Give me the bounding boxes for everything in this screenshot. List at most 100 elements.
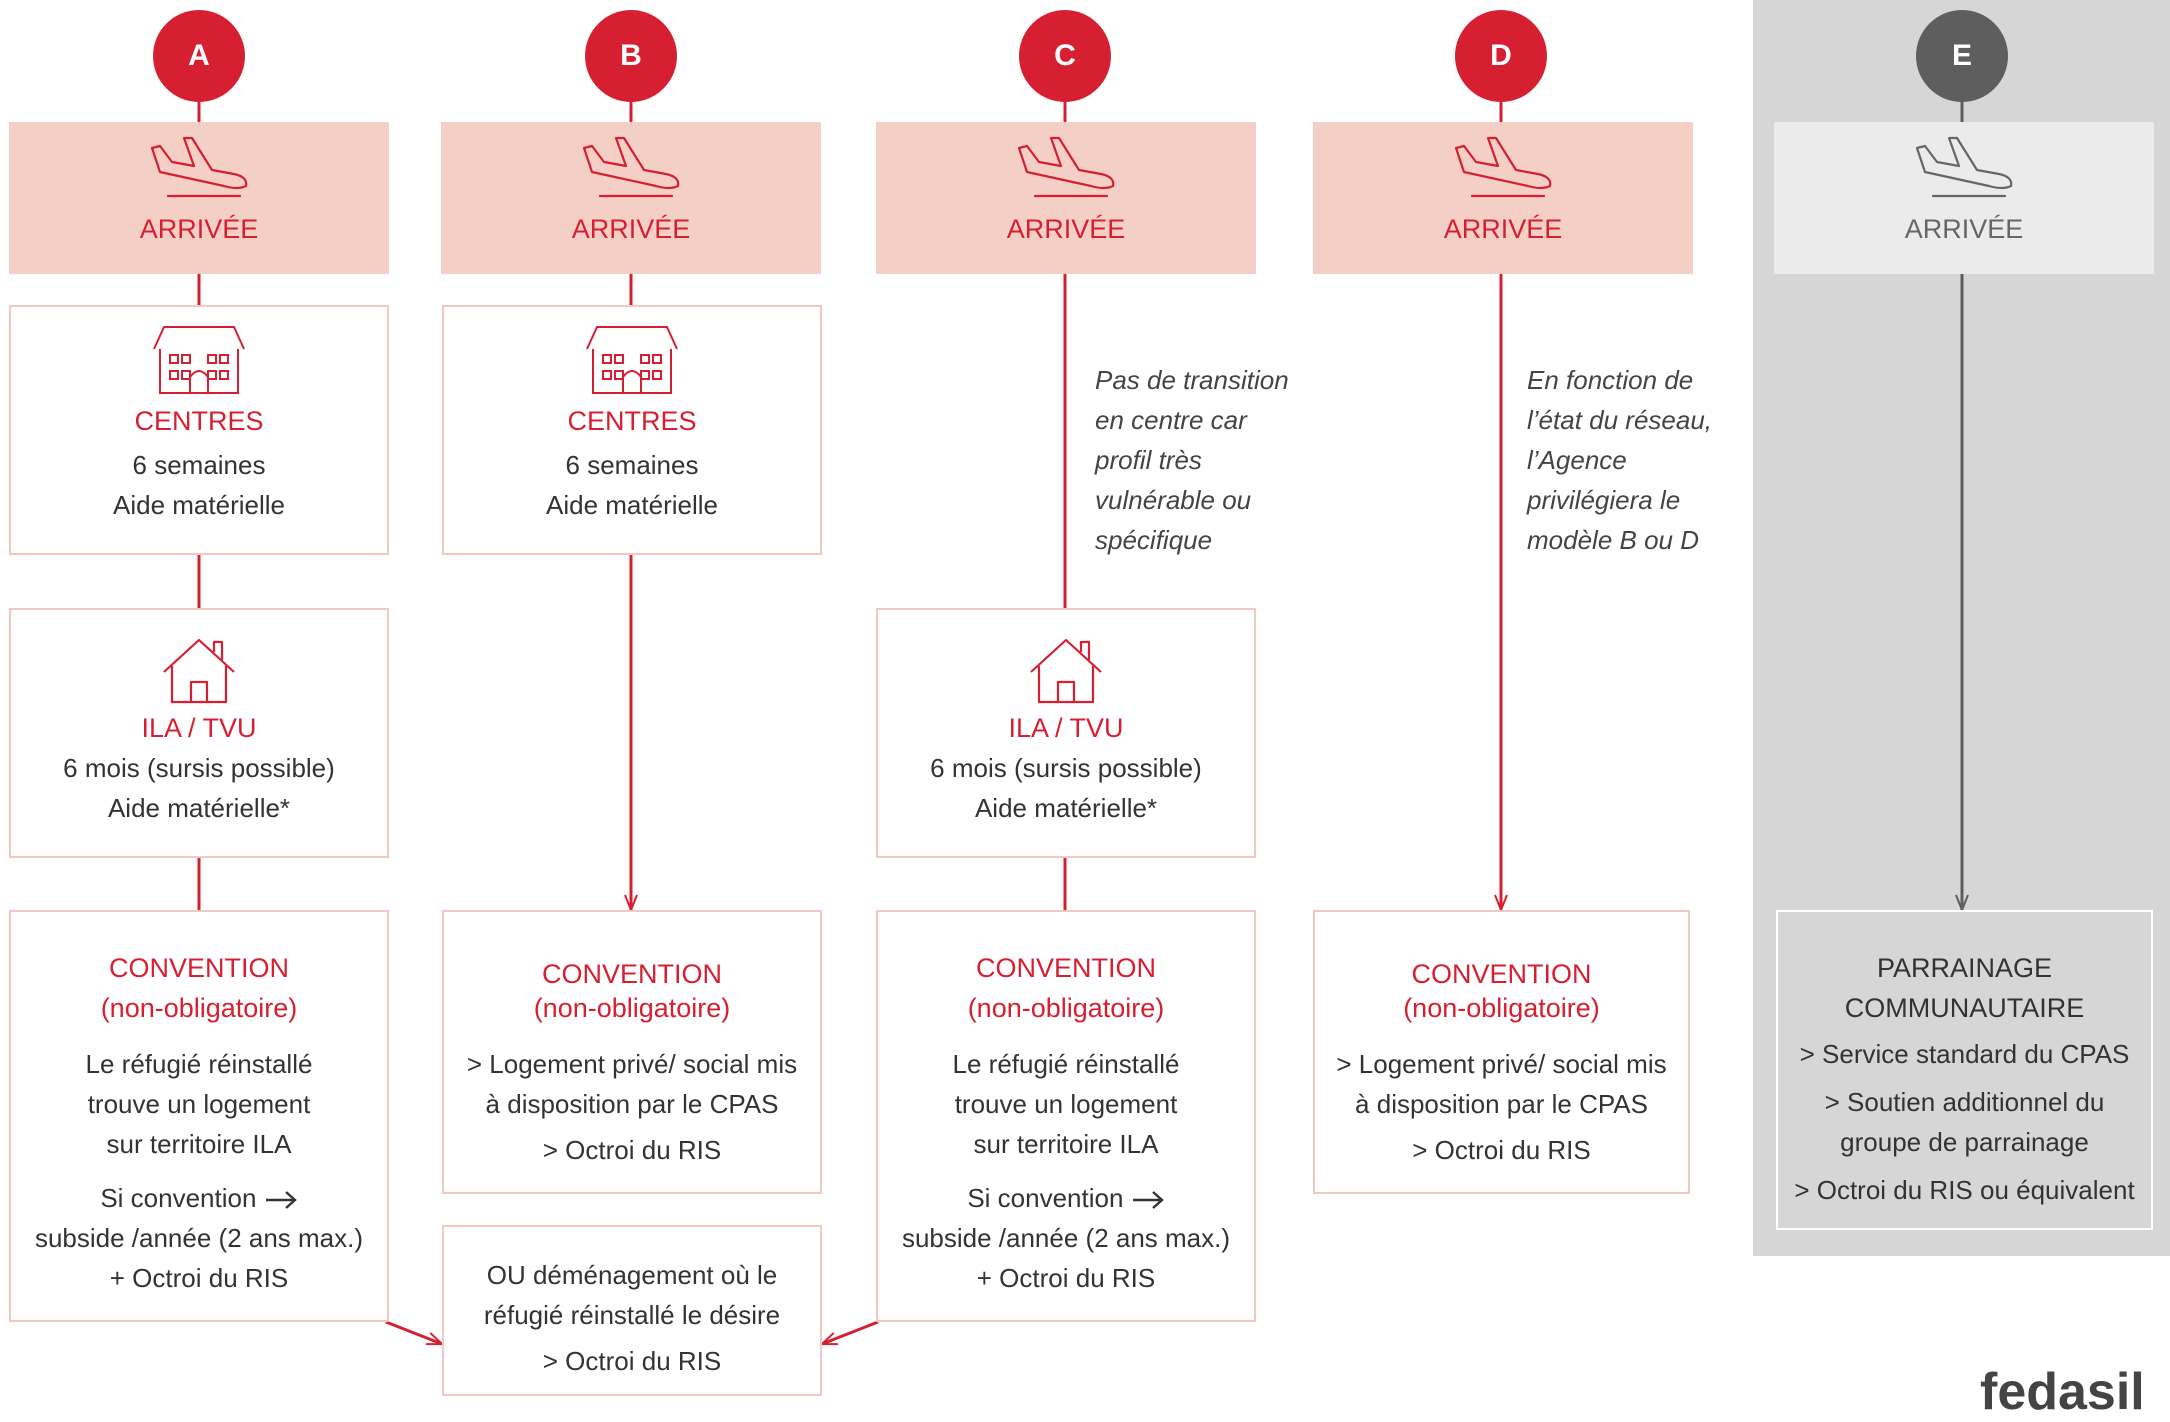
column-e-arrival: ARRIVÉE [1774, 122, 2154, 274]
box-title: CONVENTION [1411, 959, 1592, 989]
column-b-centres-box: CENTRES 6 semaines Aide matérielle [442, 305, 822, 555]
arrow-right-icon [1132, 1191, 1164, 1210]
text-line: 6 mois (sursis possible) [63, 753, 335, 783]
box-title: PARRAINAGE [1876, 953, 2053, 983]
note-line: en centre car [1095, 405, 1247, 435]
text-line: OU déménagement où le [486, 1260, 778, 1290]
house-icon [163, 638, 235, 704]
text-line: subside /année (2 ans max.) [34, 1223, 364, 1253]
si-convention-line: Si convention [11, 1178, 387, 1218]
column-c-arrival: ARRIVÉE [876, 122, 1256, 274]
note-line: modèle B ou D [1527, 525, 1699, 555]
column-a-centres-box: CENTRES 6 semaines Aide matérielle [9, 305, 389, 555]
column-d-note: En fonction de l’état du réseau, l’Agenc… [1527, 360, 1712, 560]
column-d-badge: D [1455, 10, 1547, 102]
box-title: CONVENTION [108, 953, 289, 983]
connector-c-to-demenagement [822, 1320, 879, 1346]
text-line: à disposition par le CPAS [485, 1089, 779, 1119]
box-title: ILA / TVU [1008, 713, 1124, 743]
arrival-label: ARRIVÉE [571, 214, 691, 244]
text-line: 6 semaines [132, 450, 266, 480]
arrival-label: ARRIVÉE [1443, 214, 1563, 244]
note-line: l’Agence [1527, 445, 1627, 475]
text-line: > Octroi du RIS [1412, 1135, 1591, 1165]
box-subtitle: (non-obligatoire) [967, 993, 1165, 1023]
text-line: > Service standard du CPAS [1799, 1039, 2130, 1069]
box-title: COMMUNAUTAIRE [1844, 993, 2085, 1023]
airplane-icon [1017, 136, 1115, 198]
fedasil-logo: fedasil [1980, 1363, 2145, 1421]
text-line: Aide matérielle [546, 490, 718, 520]
column-c-note: Pas de transition en centre car profil t… [1095, 360, 1289, 560]
note-line: privilégiera le [1527, 485, 1681, 515]
text-line: sur territoire ILA [973, 1129, 1159, 1159]
column-b-convention-box: CONVENTION (non-obligatoire) > Logement … [442, 910, 822, 1194]
text-line: Si convention [967, 1183, 1124, 1213]
text-line: Le réfugié réinstallé [85, 1049, 313, 1079]
text-line: à disposition par le CPAS [1355, 1089, 1648, 1119]
text-line: > Octroi du RIS [542, 1346, 722, 1376]
text-line: 6 semaines [565, 450, 699, 480]
note-line: spécifique [1095, 525, 1213, 555]
text-line: + Octroi du RIS [976, 1263, 1156, 1293]
text-line: subside /année (2 ans max.) [901, 1223, 1231, 1253]
airplane-icon [1915, 136, 2013, 198]
building-icon [153, 326, 245, 394]
column-e-parrainage-box: PARRAINAGE COMMUNAUTAIRE > Service stand… [1776, 910, 2153, 1230]
column-d-arrival: ARRIVÉE [1313, 122, 1693, 274]
column-d-convention-box: CONVENTION (non-obligatoire) > Logement … [1313, 910, 1690, 1194]
note-line: En fonction de [1527, 365, 1694, 395]
airplane-icon [1454, 136, 1552, 198]
box-subtitle: (non-obligatoire) [1403, 993, 1600, 1023]
box-title: CENTRES [567, 406, 697, 436]
column-a-badge: A [153, 10, 245, 102]
text-line: Le réfugié réinstallé [952, 1049, 1180, 1079]
text-line: réfugié réinstallé le désire [483, 1300, 781, 1330]
arrow-right-icon [265, 1191, 297, 1210]
text-line: sur territoire ILA [106, 1129, 292, 1159]
text-line: Si convention [100, 1183, 257, 1213]
note-line: vulnérable ou [1095, 485, 1252, 515]
arrival-label: ARRIVÉE [1006, 214, 1126, 244]
building-icon [586, 326, 678, 394]
box-title: CONVENTION [541, 959, 722, 989]
column-c-ila-box: ILA / TVU 6 mois (sursis possible) Aide … [876, 608, 1256, 858]
box-title: CENTRES [134, 406, 264, 436]
text-line: groupe de parrainage [1840, 1127, 2089, 1157]
arrival-label: ARRIVÉE [139, 214, 259, 244]
note-line: profil très [1095, 445, 1202, 475]
arrival-label: ARRIVÉE [1904, 214, 2024, 244]
text-line: + Octroi du RIS [109, 1263, 289, 1293]
house-icon [1030, 638, 1102, 704]
connector-a-to-demenagement [385, 1320, 442, 1346]
box-title: CONVENTION [975, 953, 1156, 983]
text-line: > Soutien additionnel du [1824, 1087, 2105, 1117]
note-line: l’état du réseau, [1527, 405, 1713, 435]
text-line: > Logement privé/ social mis [466, 1049, 798, 1079]
text-line: trouve un logement [954, 1089, 1178, 1119]
text-line: > Octroi du RIS [542, 1135, 722, 1165]
airplane-icon [582, 136, 680, 198]
text-line: 6 mois (sursis possible) [930, 753, 1202, 783]
box-subtitle: (non-obligatoire) [533, 993, 731, 1023]
si-convention-line: Si convention [878, 1178, 1254, 1218]
column-b-arrival: ARRIVÉE [441, 122, 821, 274]
column-b-demenagement-box: OU déménagement où le réfugié réinstallé… [442, 1225, 822, 1396]
text-line: Aide matérielle [113, 490, 285, 520]
text-line: > Logement privé/ social mis [1336, 1049, 1667, 1079]
column-a-ila-box: ILA / TVU 6 mois (sursis possible) Aide … [9, 608, 389, 858]
column-b-badge: B [585, 10, 677, 102]
text-line: Aide matérielle* [107, 793, 291, 823]
text-line: Aide matérielle* [974, 793, 1158, 823]
note-line: Pas de transition [1095, 365, 1289, 395]
column-c-convention-box: CONVENTION (non-obligatoire) Le réfugié … [876, 910, 1256, 1322]
airplane-icon [150, 136, 248, 198]
column-a-convention-box: CONVENTION (non-obligatoire) Le réfugié … [9, 910, 389, 1322]
box-subtitle: (non-obligatoire) [100, 993, 298, 1023]
text-line: > Octroi du RIS ou équivalent [1794, 1175, 2135, 1205]
column-c-badge: C [1019, 10, 1111, 102]
column-a-arrival: ARRIVÉE [9, 122, 389, 274]
text-line: trouve un logement [87, 1089, 311, 1119]
column-e-badge: E [1916, 10, 2008, 102]
box-title: ILA / TVU [141, 713, 257, 743]
